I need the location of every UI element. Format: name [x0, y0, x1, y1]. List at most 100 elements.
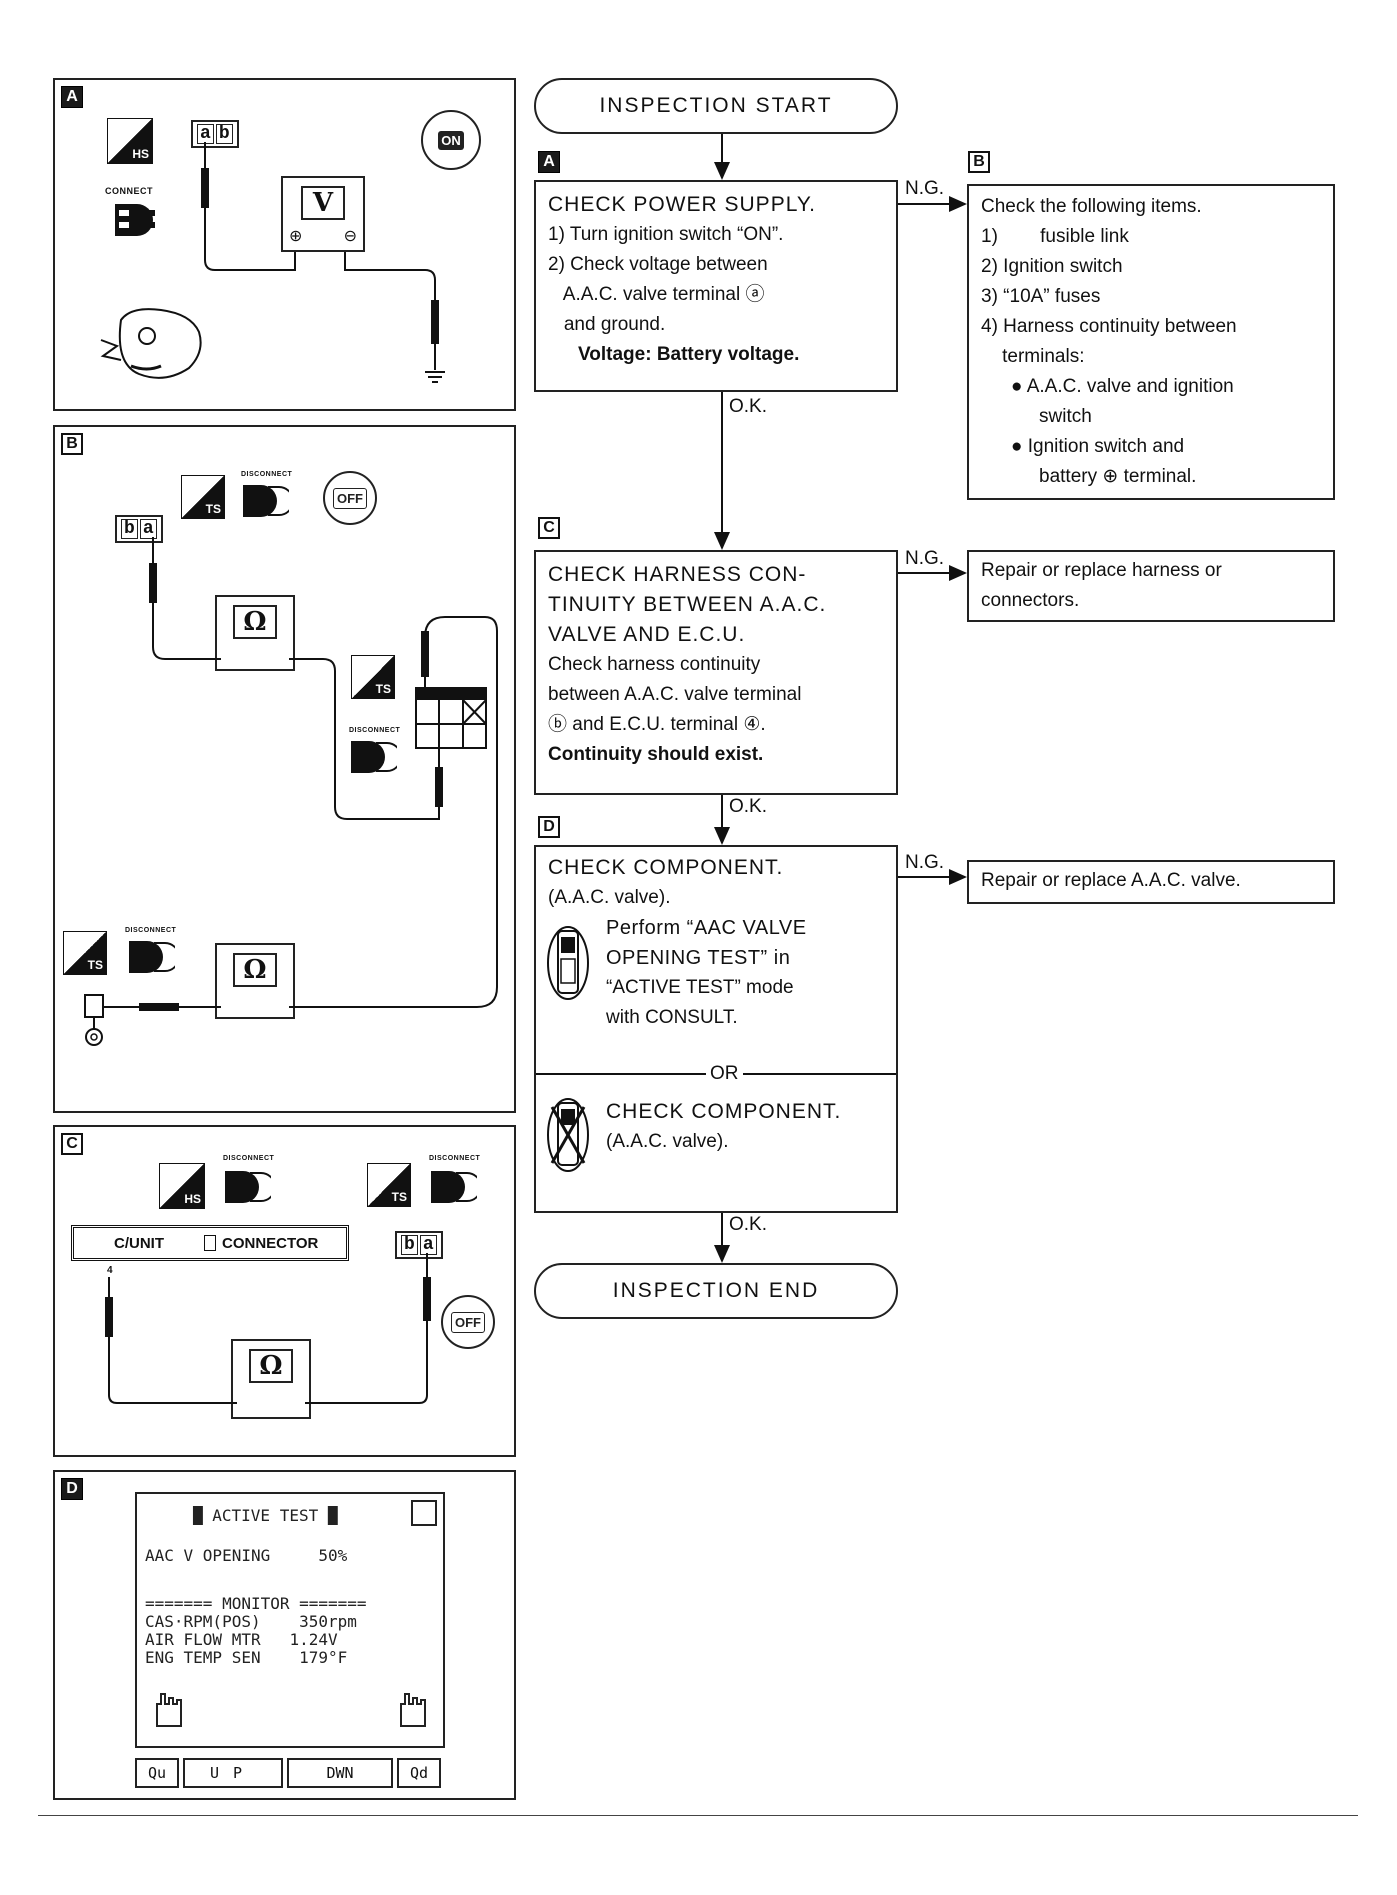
cunit-label: C/UNIT [114, 1234, 164, 1252]
disconnect-label-2: DISCONNECT [349, 727, 401, 734]
panel-tag-a: A [61, 86, 83, 108]
step-b-line-4: 3) “10A” fuses [981, 286, 1101, 307]
aac-opening-row: AAC V OPENING 50% [145, 1546, 348, 1565]
consult-tester-icon [547, 926, 589, 1000]
check-harness-box: CHECK HARNESS CON- TINUITY BETWEEN A.A.C… [534, 550, 898, 795]
ohmmeter-face: Ω [233, 605, 277, 639]
step-c-result: Continuity should exist. [548, 744, 764, 765]
disconnect-plug-icon-2 [351, 741, 397, 773]
ohmmeter-lower: Ω [215, 943, 295, 1019]
ts-mode-icon-2: TS [351, 655, 395, 699]
step-a-line-1: CHECK POWER SUPPLY. [548, 193, 816, 216]
panel-b-wiring [84, 537, 498, 1046]
step-b-line-5: 4) Harness continuity between [981, 316, 1237, 337]
step-d-alt-2: (A.A.C. valve). [606, 1131, 729, 1152]
step-c-line-1: CHECK HARNESS CON- [548, 563, 807, 586]
step-a-line-4: A.A.C. valve terminal ⓐ [548, 284, 765, 305]
ohmmeter-face-2: Ω [233, 953, 277, 987]
ok-label-d: O.K. [727, 1214, 770, 1236]
voltmeter-face: V [301, 186, 345, 220]
ok-label-a: O.K. [727, 396, 770, 418]
repair-harness-line-1: Repair or replace harness or [981, 560, 1222, 581]
ts-label: TS [391, 1190, 407, 1204]
ohmmeter-upper: Ω [215, 595, 295, 671]
step-tag-d: D [538, 816, 560, 838]
terminal-b: b [121, 519, 138, 539]
step-b-bullet-1b: switch [1039, 406, 1092, 427]
step-d-consult-3: “ACTIVE TEST” mode [606, 977, 794, 998]
no-consult-icon [547, 1098, 589, 1172]
disconnect-plug-icon-3 [129, 941, 175, 973]
step-d-consult-2: OPENING TEST” in [606, 947, 791, 969]
hs-mode-icon: HS [107, 118, 153, 164]
panel-c-wiring [105, 1253, 431, 1404]
bullet-2-text: Ignition switch and [1027, 436, 1185, 457]
step-a-line-2: 1) Turn ignition switch “ON”. [548, 224, 784, 245]
monitor-rpm-row: CAS·RPM(POS) 350rpm [145, 1612, 357, 1631]
ts-label: TS [205, 502, 221, 516]
repair-valve-box: Repair or replace A.A.C. valve. [967, 860, 1335, 904]
connector-plug-icon [115, 204, 155, 236]
bullet-1-text: A.A.C. valve and ignition [1026, 376, 1234, 397]
diagram-panel-b: B b a TS DISCONNECT OFF Ω TS DISCONNECT … [53, 425, 516, 1113]
terminal-a: a [139, 519, 157, 539]
panel-a-wiring [201, 142, 445, 383]
ecu-pin-label: 4 [107, 1265, 113, 1276]
connector-latch-icon [204, 1235, 216, 1251]
key-off-label: OFF [333, 487, 367, 509]
terminal-b: b [215, 124, 233, 144]
step-c-sub-3: ⓑ and E.C.U. terminal ④. [548, 714, 766, 735]
hs-label: HS [184, 1192, 201, 1206]
step-c-sub-1: Check harness continuity [548, 654, 761, 675]
disconnect-plug-icon-2 [431, 1171, 477, 1203]
check-power-supply-box: CHECK POWER SUPPLY. 1) Turn ignition swi… [534, 180, 898, 392]
ignition-key-off-icon: OFF [323, 471, 377, 525]
monitor-temp-row: ENG TEMP SEN 179°F [145, 1648, 348, 1667]
softkey-up[interactable]: UP [183, 1758, 283, 1788]
aac-valve-connector: a b [191, 120, 239, 148]
ng-label-c: N.G. [903, 548, 947, 570]
step-b-line-2: 1) fusible link [981, 226, 1129, 247]
key-on-label: ON [438, 130, 464, 150]
softkey-qu[interactable]: Qu [135, 1758, 179, 1788]
panel-tag-b: B [61, 433, 83, 455]
hand-pointer-left-icon [156, 1693, 182, 1727]
or-label: OR [706, 1059, 743, 1089]
disconnect-label-2: DISCONNECT [429, 1155, 481, 1162]
step-a-line-5: and ground. [548, 314, 666, 335]
softkey-dwn[interactable]: DWN [287, 1758, 393, 1788]
aac-valve-connector: b a [395, 1231, 443, 1259]
step-d-line-2: (A.A.C. valve). [548, 887, 671, 908]
check-component-box: CHECK COMPONENT. (A.A.C. valve). Perform… [534, 845, 898, 1213]
step-c-sub-2: between A.A.C. valve terminal [548, 684, 802, 705]
hand-pointer-right-icon [400, 1693, 426, 1727]
check-items-box: Check the following items. 1) fusible li… [967, 184, 1335, 500]
diagram-panel-c: C HS DISCONNECT TS DISCONNECT C/UNIT CON… [53, 1125, 516, 1457]
monitor-header: ======= MONITOR ======= [145, 1594, 367, 1613]
repair-valve-line: Repair or replace A.A.C. valve. [981, 870, 1241, 891]
disconnect-label-3: DISCONNECT [125, 927, 177, 934]
hs-mode-icon: HS [159, 1163, 205, 1209]
terminal-b: b [401, 1235, 418, 1255]
connector-label: CONNECTOR [222, 1234, 319, 1252]
ecu-connector-grid [415, 687, 487, 749]
monitor-airflow-row: AIR FLOW MTR 1.24V [145, 1630, 338, 1649]
ignition-key-on-icon: ON [421, 110, 481, 170]
inspection-end: INSPECTION END [534, 1263, 898, 1319]
aac-valve-connector: b a [115, 515, 163, 543]
voltmeter: V ⊕ ⊖ [281, 176, 365, 252]
ts-label: TS [87, 958, 103, 972]
step-b-line-6: terminals: [981, 346, 1085, 367]
softkey-qd[interactable]: Qd [397, 1758, 441, 1788]
screen-title: █ ACTIVE TEST █ [193, 1506, 338, 1525]
step-a-line-3: 2) Check voltage between [548, 254, 768, 275]
step-d-consult-1: Perform “AAC VALVE [606, 917, 807, 939]
repair-harness-box: Repair or replace harness or connectors. [967, 550, 1335, 622]
diagram-panel-d: D █ ACTIVE TEST █ AAC V OPENING 50% ====… [53, 1470, 516, 1800]
engine-icon [100, 308, 202, 379]
panel-tag-c: C [61, 1133, 83, 1155]
step-tag-b: B [968, 151, 990, 173]
ohmmeter-face: Ω [249, 1349, 293, 1383]
screen-corner-box [411, 1500, 437, 1526]
